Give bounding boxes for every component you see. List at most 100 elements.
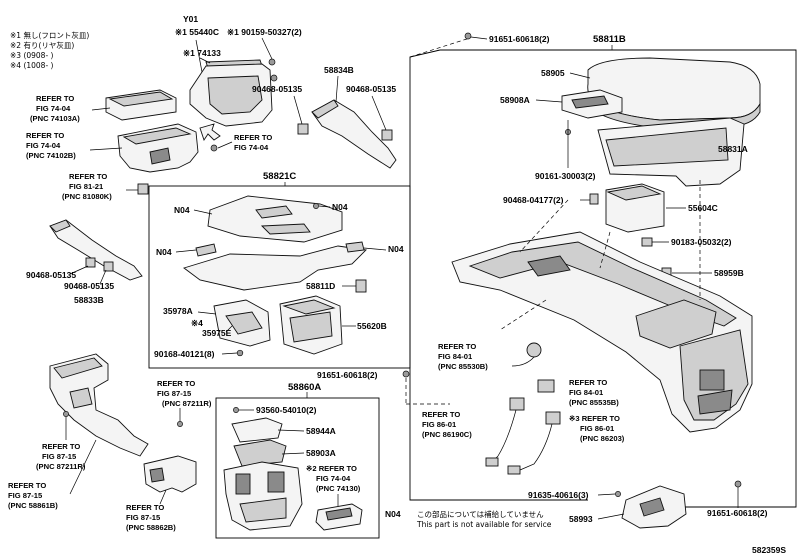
part-35975e (225, 311, 263, 335)
label-93560-54010: 93560-54010(2) (256, 405, 317, 415)
ref-74103a-l2: FIG 74-04 (36, 104, 71, 113)
ref-86190c: REFER TO FIG 86-01 (PNC 86190C) (422, 410, 472, 439)
label-58831a: 58831A (718, 144, 748, 154)
connector-b (507, 465, 521, 475)
ref-58862b-l2: FIG 87-15 (126, 513, 161, 522)
ref-87211r-b-l3: (PNC 87211R) (162, 399, 212, 408)
label-58834b: 58834B (324, 65, 354, 75)
ref-81080k-l3: (PNC 81080K) (62, 192, 112, 201)
ref-74102b-l2: FIG 74-04 (26, 141, 61, 150)
ref-7404-l1: REFER TO (234, 133, 272, 142)
part-switch-86203 (545, 411, 561, 425)
box-58811b-outline-left (409, 49, 588, 501)
part-console-cupholder (635, 299, 717, 349)
ref-81080k-l1: REFER TO (69, 172, 107, 181)
label-91635-40616: 91635-40616(3) (528, 490, 589, 500)
ref-86190c-l2: FIG 86-01 (422, 420, 457, 429)
part-55604c-top (606, 185, 662, 201)
rear-trim-58834b: 58834B 90468-05135 90468-05135 (252, 65, 397, 169)
label-91651-60618-top: 91651-60618(2) (489, 34, 550, 44)
clip-90183 (641, 237, 653, 247)
screw-90168 (236, 349, 244, 357)
screw-91651-bot (734, 480, 742, 488)
part-socket-85535b (537, 379, 555, 393)
part-shift-panel (207, 195, 343, 243)
label-35975e-mark: ※4 (191, 318, 203, 328)
ref-87211r-b-l1: REFER TO (157, 379, 195, 388)
part-ashtray-housing-slot (149, 147, 171, 165)
label-90161-30003: 90161-30003(2) (535, 171, 596, 181)
label-n04-c: N04 (156, 247, 172, 257)
ref-74102b-l1: REFER TO (26, 131, 64, 140)
ref-86203-l2: FIG 86-01 (580, 424, 615, 433)
label-35975e: 35975E (202, 328, 232, 338)
label-58944a: 58944A (306, 426, 336, 436)
vent-grille-left (235, 473, 251, 495)
ref-74130: ※2 REFER TO FIG 74-04 (PNC 74130) (306, 464, 361, 493)
ref-74103a-l1: REFER TO (36, 94, 74, 103)
note-4: ※4 (1008- ) (10, 61, 54, 70)
wire-harness-b (519, 423, 553, 471)
footer-en: This part is not available for service (416, 520, 552, 529)
label-90468-05135-left: 90468-05135 (252, 84, 302, 94)
console-upper-box: 58821C N04 N04 N04 N04 58811D 35978A ※4 … (148, 171, 411, 369)
part-55620b-top (282, 299, 336, 315)
ref-7404-l2: FIG 74-04 (234, 143, 269, 152)
part-58834b-panel (311, 99, 397, 169)
ref-87211r-a-l1: REFER TO (42, 442, 80, 451)
ref-58861b-l3: (PNC 58861B) (8, 501, 58, 510)
label-n04-a: N04 (174, 205, 190, 215)
label-90168-40121: 90168-40121(8) (154, 349, 215, 359)
part-rear-duct-mouth (53, 357, 103, 379)
part-58862b-bracket (143, 455, 197, 493)
ref-85535b-l2: FIG 84-01 (569, 388, 604, 397)
part-power-socket (526, 342, 542, 358)
screw-90159-a (268, 58, 276, 66)
ref-87211r-a-l2: FIG 87-15 (42, 452, 77, 461)
note-2: ※2 有り(リヤ灰皿) (10, 40, 74, 50)
part-console-rear-vent (699, 369, 725, 391)
ref-87211r-b-l2: FIG 87-15 (157, 389, 192, 398)
screw-91651-mid (402, 370, 410, 378)
label-58811d: 58811D (306, 281, 335, 291)
part-rear-duct-rib (69, 387, 93, 409)
label-58993: 58993 (569, 514, 593, 524)
part-58993-hole (639, 497, 665, 517)
ref-74103a-l3: (PNC 74103A) (30, 114, 80, 123)
label-90159-50327: ※1 90159-50327(2) (227, 27, 302, 37)
part-58831a-tray-floor (605, 127, 729, 167)
part-58834b-edge (311, 99, 339, 119)
label-58821c: 58821C (263, 171, 296, 182)
label-58860a: 58860A (288, 382, 321, 393)
box-58811b-outline (440, 49, 797, 508)
clip-90468-b (381, 129, 393, 141)
part-center-bracket-tab2 (345, 241, 365, 253)
part-81080k (137, 183, 149, 195)
ref-74102b: REFER TO FIG 74-04 (PNC 74102B) (26, 131, 76, 160)
part-55620b-face (289, 311, 333, 343)
part-58833b-edge (49, 219, 71, 233)
ref-85535b-l1: REFER TO (569, 378, 607, 387)
ref-87211r-a-l3: (PNC 87211R) (36, 462, 86, 471)
label-58905: 58905 (541, 68, 565, 78)
ref-74102b-l3: (PNC 74102B) (26, 151, 76, 160)
connector-a (485, 457, 499, 467)
front-ashtray-group: Y01 ※1 55440C ※1 90159-50327(2) ※1 74133… (26, 14, 302, 173)
clip-90468-c (85, 257, 96, 268)
arrow-icon (199, 123, 221, 142)
screw-87211r (177, 421, 183, 427)
label-35978a: 35978A (163, 306, 193, 316)
label-55440c: ※1 55440C (175, 27, 219, 37)
note-1: ※1 無し(フロント灰皿) (10, 30, 89, 40)
ref-86203-l1: ※3 REFER TO (569, 414, 620, 423)
label-n04-b: N04 (332, 202, 348, 212)
label-74133: ※1 74133 (183, 48, 221, 58)
label-91651-60618-bot: 91651-60618(2) (707, 508, 768, 518)
part-58862b-slot (149, 467, 165, 483)
note-3: ※3 (0908- ) (10, 51, 54, 60)
ref-58862b: REFER TO FIG 87-15 (PNC 58862B) (126, 503, 176, 532)
label-90468-05135-right: 90468-05135 (346, 84, 396, 94)
rear-duct-group: REFER TO FIG 87-15 (PNC 87211R) REFER TO… (8, 353, 212, 532)
label-91651-60618-mid: 91651-60618(2) (317, 370, 378, 380)
